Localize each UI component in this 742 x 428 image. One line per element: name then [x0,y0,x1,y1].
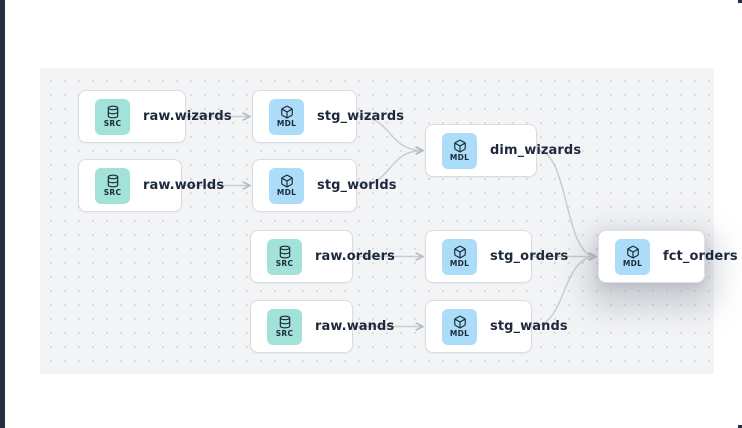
database-icon [278,245,292,259]
node-label: stg_worlds [317,178,397,193]
badge-label: MDL [449,329,470,339]
database-icon [278,315,292,329]
model-badge: MDL [442,132,477,169]
node-label: raw.orders [315,249,395,264]
source-badge: SRC [95,167,130,204]
node-raw-orders[interactable]: SRC raw.orders [250,230,395,283]
model-badge: MDL [442,238,477,275]
cube-icon [280,105,294,119]
node-stg-wands[interactable]: MDL stg_wands [425,300,568,353]
node-label: stg_wizards [317,109,405,124]
node-stg-wizards[interactable]: MDL stg_wizards [252,90,404,143]
node-raw-worlds[interactable]: SRC raw.worlds [78,159,224,212]
badge-label: SRC [275,329,294,339]
cube-icon [453,245,467,259]
node-raw-wands[interactable]: SRC raw.wands [250,300,394,353]
badge-label: MDL [276,119,297,129]
source-badge: SRC [267,308,302,345]
cube-icon [626,245,640,259]
window-corner-bottom-right [738,425,742,428]
database-icon [106,174,120,188]
node-label: fct_orders [663,249,738,264]
cube-icon [453,315,467,329]
edge-dim_wizards-to-fct_orders [536,149,597,261]
node-label: stg_orders [490,249,569,264]
node-fct-orders[interactable]: MDL fct_orders [598,230,738,283]
node-dim-wizards[interactable]: MDL dim_wizards [425,124,581,177]
window-corner-top-right [738,0,742,3]
source-badge: SRC [95,98,130,135]
model-badge: MDL [269,167,304,204]
edge-stg_worlds-to-dim_wizards [356,146,424,187]
badge-label: SRC [275,259,294,269]
badge-label: MDL [449,153,470,163]
badge-label: SRC [103,188,122,198]
node-label: dim_wizards [490,143,582,158]
badge-label: MDL [276,188,297,198]
node-raw-wizards[interactable]: SRC raw.wizards [78,90,232,143]
source-badge: SRC [267,238,302,275]
database-icon [106,105,120,119]
node-stg-worlds[interactable]: MDL stg_worlds [252,159,397,212]
node-label: stg_wands [490,319,568,334]
cube-icon [280,174,294,188]
edge-layer [182,112,597,331]
badge-label: MDL [622,259,643,269]
edge-stg_wands-to-fct_orders [531,252,597,328]
badge-label: SRC [103,119,122,129]
node-label: raw.wizards [143,109,232,124]
cube-icon [453,139,467,153]
badge-label: MDL [449,259,470,269]
edge-stg_wizards-to-dim_wizards [356,115,424,155]
window-left-edge [0,0,5,428]
model-badge: MDL [269,98,304,135]
model-badge: MDL [442,308,477,345]
node-stg-orders[interactable]: MDL stg_orders [425,230,568,283]
model-badge: MDL [615,238,650,275]
node-label: raw.worlds [143,178,225,193]
node-label: raw.wands [315,319,395,334]
